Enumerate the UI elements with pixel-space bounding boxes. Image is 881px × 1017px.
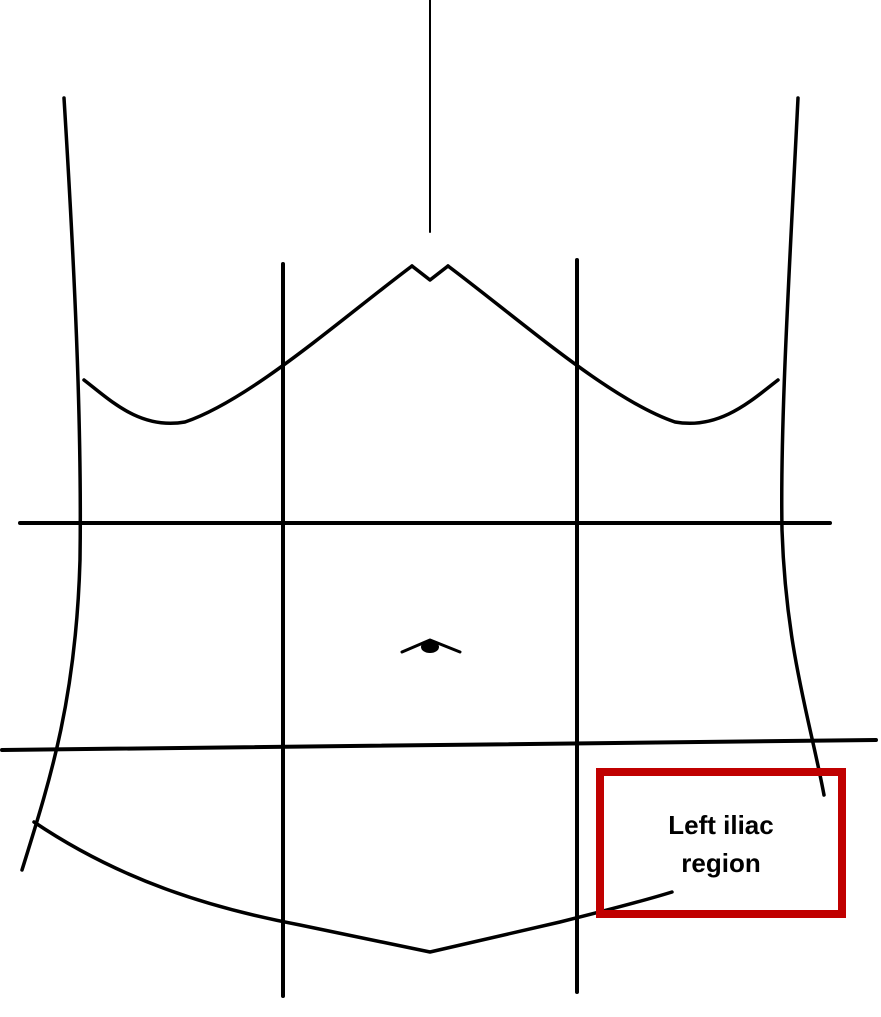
umbilicus-line [400,638,462,654]
left-iliac-region-highlight [596,768,846,918]
region-label-line1: Left iliac [668,810,774,840]
body-outline-right [779,96,826,797]
body-outline-left [20,96,83,872]
inguinal-ligament-line [32,820,674,954]
costal-margin-outline [410,264,450,282]
region-label: Left iliac region [596,806,846,882]
right-costal-margin [446,264,780,425]
region-label-line2: region [681,848,761,878]
left-costal-margin [82,264,414,426]
umbilicus-icon [421,641,439,653]
intertubercular-plane [0,738,878,752]
